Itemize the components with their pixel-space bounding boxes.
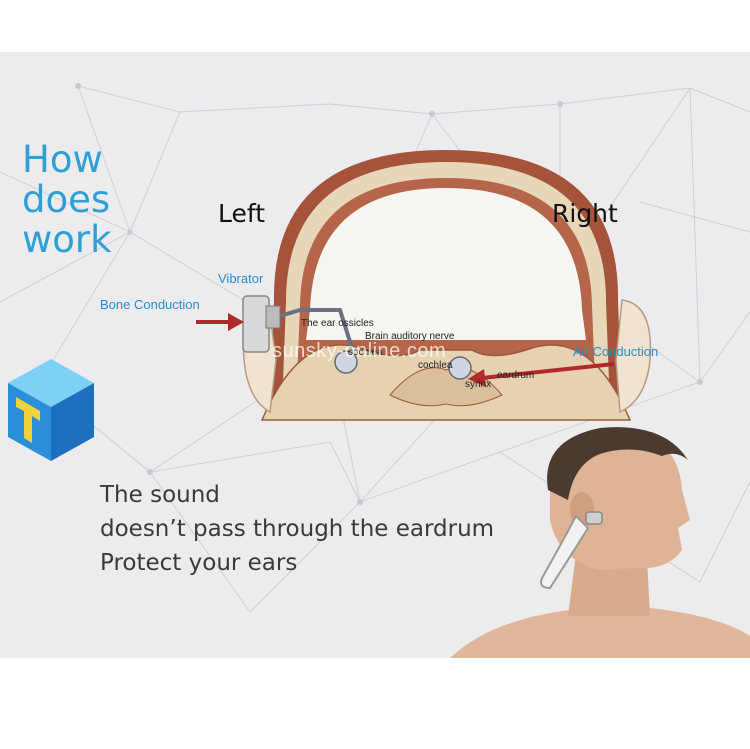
hair [547,427,688,500]
conduction-path-line [279,308,354,349]
label-right: Right [552,199,618,228]
bone-conduction-arrow [196,313,244,331]
body-text: The sound doesn’t pass through the eardr… [100,478,494,580]
label-left: Left [218,199,266,228]
body-text-line-3: Protect your ears [100,550,298,576]
body-text-line-1: The sound [100,482,220,508]
brain-cavity [306,188,586,340]
heading: How does work [22,140,112,260]
right-ear [615,299,652,414]
air-conduction-arrow [468,362,615,387]
heading-line-2: does [22,178,111,221]
label-syrinx: syrinx [465,379,492,390]
face [550,430,690,570]
label-brain-auditory-nerve: Brain auditory nerve [365,331,455,342]
body-text-line-2: doesn’t pass through the eardrum [100,516,495,542]
blue-cube-logo-icon [8,359,94,461]
left-cochlea [334,350,358,374]
label-vibrator: Vibrator [218,271,264,286]
heading-line-3: work [22,218,112,261]
label-cochlea-left: cochlea [348,347,383,358]
label-bone-conduction: Bone Conduction [100,297,200,312]
watermark: sunsky-online.com [272,340,447,362]
label-ear-ossicles: The ear ossicles [301,318,374,329]
headphone-pad [585,511,603,525]
heading-line-1: How [22,138,103,181]
shoulders [450,608,750,658]
label-eardrum: eardrum [497,370,535,381]
label-air-conduction: Air Conduction [573,344,659,359]
model-wearing-headphones [450,427,750,658]
label-cochlea-right: cochlea [418,360,453,371]
vibrator-device [242,295,270,353]
headphone-band [540,514,590,590]
right-cochlea [448,356,472,380]
